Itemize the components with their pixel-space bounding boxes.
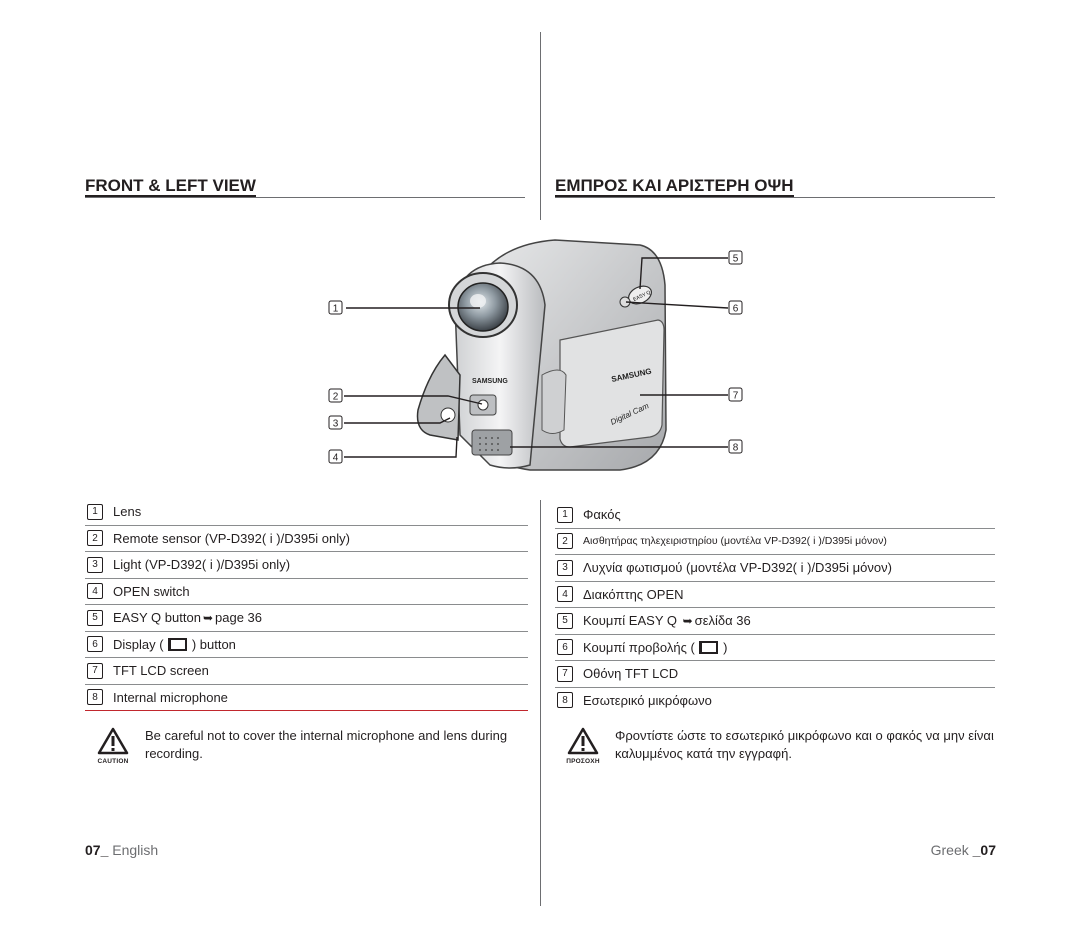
caution-note-greek: ΠΡΟΣΟΧΗ Φροντίστε ώστε το εσωτερικό μικρ… <box>555 727 995 765</box>
list-item: 5 EASY Q button➥page 36 <box>85 605 528 632</box>
item-number: 6 <box>87 636 103 653</box>
display-button-icon <box>168 637 188 651</box>
item-label: EASY Q button <box>113 610 201 626</box>
page-number: _07 <box>972 842 996 858</box>
callout-2: 2 <box>333 392 339 403</box>
item-number: 3 <box>557 559 573 576</box>
item-label: Κουμπί EASY Q <box>583 613 677 629</box>
list-item: 1 Φακός <box>555 502 995 529</box>
item-number: 3 <box>87 556 103 573</box>
item-number: 2 <box>87 530 103 547</box>
item-label: Οθόνη TFT LCD <box>583 666 679 682</box>
list-item: 5 Κουμπί EASY Q ➥σελίδα 36 <box>555 608 995 635</box>
brand-front: SAMSUNG <box>472 378 508 385</box>
list-item: 4 Διακόπτης OPEN <box>555 582 995 608</box>
item-label: Display ( <box>113 636 164 652</box>
page-reference: σελίδα 36 <box>694 613 751 629</box>
warning-triangle-icon <box>567 727 599 755</box>
list-item: 1 Lens <box>85 499 528 526</box>
item-number: 8 <box>87 689 103 706</box>
callout-1: 1 <box>333 304 339 315</box>
callout-6: 6 <box>733 304 739 315</box>
list-item: 7 TFT LCD screen <box>85 658 528 685</box>
list-item: 3 Light (VP-D392( i )/D395i only) <box>85 552 528 579</box>
callout-4: 4 <box>333 453 339 464</box>
list-item: 3 Λυχνία φωτισμού (μοντέλα VP-D392( i )/D… <box>555 555 995 582</box>
footer-language: Greek <box>930 842 973 858</box>
caution-note-english: CAUTION Be careful not to cover the inte… <box>85 727 525 765</box>
item-number: 4 <box>87 583 103 600</box>
parts-list-greek: 1 Φακός 2 Αισθητήρας τηλεχειριστηρίου (μον… <box>555 502 995 713</box>
list-item: 6 Κουμπί προβολής ( ) <box>555 635 995 661</box>
caution-text: Be careful not to cover the internal mic… <box>145 728 508 761</box>
callout-3: 3 <box>333 419 339 430</box>
item-label: Εσωτερικό μικρόφωνο <box>583 692 712 708</box>
item-number: 7 <box>87 662 103 679</box>
item-label: Αισθητήρας τηλεχειριστηρίου (μοντέλα VP-… <box>583 535 887 548</box>
item-number: 2 <box>557 533 573 550</box>
page-footer-english: 07_ English <box>85 842 158 858</box>
list-item: 8 Εσωτερικό μικρόφωνο <box>555 688 995 714</box>
list-item: 6 Display ( ) button <box>85 632 528 658</box>
page-footer-greek: Greek _07 <box>931 842 996 858</box>
item-label: Lens <box>113 504 142 520</box>
list-item: 7 Οθόνη TFT LCD <box>555 661 995 688</box>
item-label: Internal microphone <box>113 689 228 705</box>
right-arrow-icon: ➥ <box>682 613 693 628</box>
item-number: 5 <box>87 609 103 626</box>
section-title-greek: ΕΜΠΡΟΣ ΚΑΙ ΑΡΙΣΤΕΡΗ ΟΨΗ <box>555 176 995 198</box>
item-label: Κουμπί προβολής ( <box>583 639 695 655</box>
column-divider-bottom <box>540 500 541 906</box>
item-label: Διακόπτης OPEN <box>583 586 684 602</box>
page-reference: page 36 <box>215 610 262 626</box>
list-item: 2 Αισθητήρας τηλεχειριστηρίου (μοντέλα VP… <box>555 529 995 555</box>
item-label: Remote sensor (VP-D392( i )/D395i only) <box>113 530 350 546</box>
display-button-icon <box>699 640 719 654</box>
item-label-suffix: ) <box>723 639 728 655</box>
list-item: 8 Internal microphone <box>85 685 528 711</box>
list-item: 4 OPEN switch <box>85 579 528 605</box>
item-number: 7 <box>557 665 573 682</box>
item-number: 4 <box>557 586 573 603</box>
item-number: 8 <box>557 692 573 709</box>
footer-language: English <box>108 842 159 858</box>
camcorder-illustration: EASY Q SAMSUNG SAMSUNG Digital Cam 1 2 3… <box>328 239 743 471</box>
caution-label: ΠΡΟΣΟΧΗ <box>566 758 600 765</box>
section-title-english: FRONT & LEFT VIEW <box>85 176 525 198</box>
callout-7: 7 <box>733 391 739 402</box>
parts-list-english: 1 Lens 2 Remote sensor (VP-D392( i )/D395i… <box>85 499 528 711</box>
item-label: OPEN switch <box>113 583 190 599</box>
warning-triangle-icon <box>97 727 129 755</box>
right-arrow-icon: ➥ <box>202 610 213 625</box>
caution-text: Φροντίστε ώστε το εσωτερικό μικρόφωνο κα… <box>615 728 994 761</box>
lcd-panel <box>559 319 665 448</box>
item-number: 1 <box>87 503 103 520</box>
item-label: TFT LCD screen <box>113 663 209 679</box>
page-number: 07_ <box>85 842 109 858</box>
callout-5: 5 <box>733 254 739 265</box>
item-label: Λυχνία φωτισμού (μοντέλα VP-D392( i )/D3… <box>583 560 892 576</box>
item-number: 5 <box>557 612 573 629</box>
caution-label: CAUTION <box>97 758 129 765</box>
item-label: Φακός <box>583 507 621 523</box>
callout-8: 8 <box>733 443 739 454</box>
item-number: 1 <box>557 506 573 523</box>
item-label-suffix: ) button <box>191 636 236 652</box>
item-label: Light (VP-D392( i )/D395i only) <box>113 557 291 573</box>
column-divider-top <box>540 32 541 220</box>
item-number: 6 <box>557 639 573 656</box>
list-item: 2 Remote sensor (VP-D392( i )/D395i only) <box>85 526 528 552</box>
